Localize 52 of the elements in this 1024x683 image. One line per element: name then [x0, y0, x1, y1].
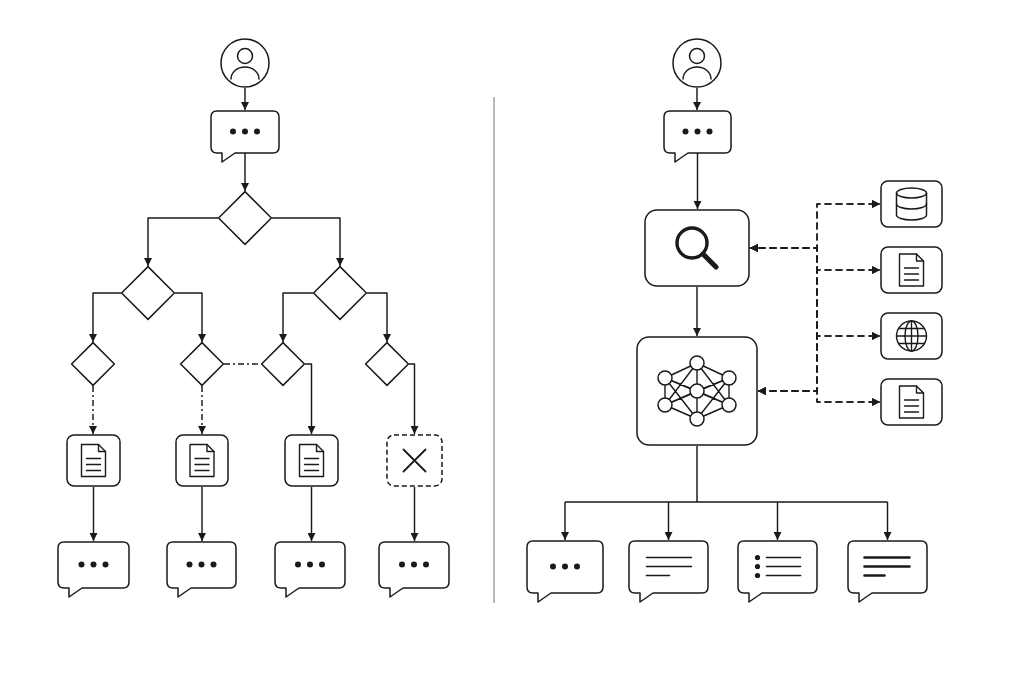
arrow [271, 217, 344, 267]
arrow [307, 486, 316, 542]
decision-diamond [365, 342, 409, 386]
avatar-circle [220, 38, 270, 88]
rounded-box [880, 378, 943, 426]
avatar-circle [672, 38, 722, 88]
rounded-box [175, 434, 229, 487]
arrow [241, 152, 249, 192]
speech-bubble [526, 540, 604, 603]
decision-diamond [261, 342, 305, 386]
arrow [174, 292, 206, 343]
speech-bubble [378, 541, 450, 598]
rounded-box [66, 434, 121, 487]
speech-bubble [57, 541, 130, 598]
speech-bubble [274, 541, 346, 598]
arrow [408, 363, 419, 435]
arrow [241, 87, 249, 111]
arrow [773, 501, 782, 541]
decision-diamond [121, 266, 175, 320]
rounded-box [284, 434, 339, 487]
rounded-box [880, 246, 943, 294]
speech-bubble [663, 110, 732, 163]
speech-bubble [847, 540, 928, 603]
speech-bubble [737, 540, 818, 603]
rounded-box [880, 180, 943, 228]
arrow [693, 286, 701, 337]
arrow [89, 486, 98, 542]
arrow [410, 486, 419, 542]
dashed-box [386, 434, 443, 487]
rounded-box [644, 209, 750, 287]
arrow [198, 486, 206, 542]
rounded-box [880, 312, 943, 360]
arrow [279, 292, 314, 343]
arrow [693, 152, 702, 210]
decision-diamond [313, 266, 367, 320]
decision-diamond [218, 191, 272, 245]
arrow [664, 501, 673, 541]
speech-bubble [628, 540, 709, 603]
speech-bubble [210, 110, 280, 163]
arrow [366, 292, 391, 343]
arrow [693, 87, 701, 111]
arrow [304, 363, 316, 435]
rounded-box [636, 336, 758, 446]
dashed-arrow [757, 387, 881, 406]
dashed-arrow [198, 385, 206, 435]
speech-bubble [166, 541, 237, 598]
dashed-arrow [89, 385, 97, 435]
decision-diamond [180, 342, 224, 386]
decision-diamond [71, 342, 115, 386]
arrow [144, 217, 219, 267]
arrow [561, 501, 569, 541]
arrow [89, 292, 122, 343]
